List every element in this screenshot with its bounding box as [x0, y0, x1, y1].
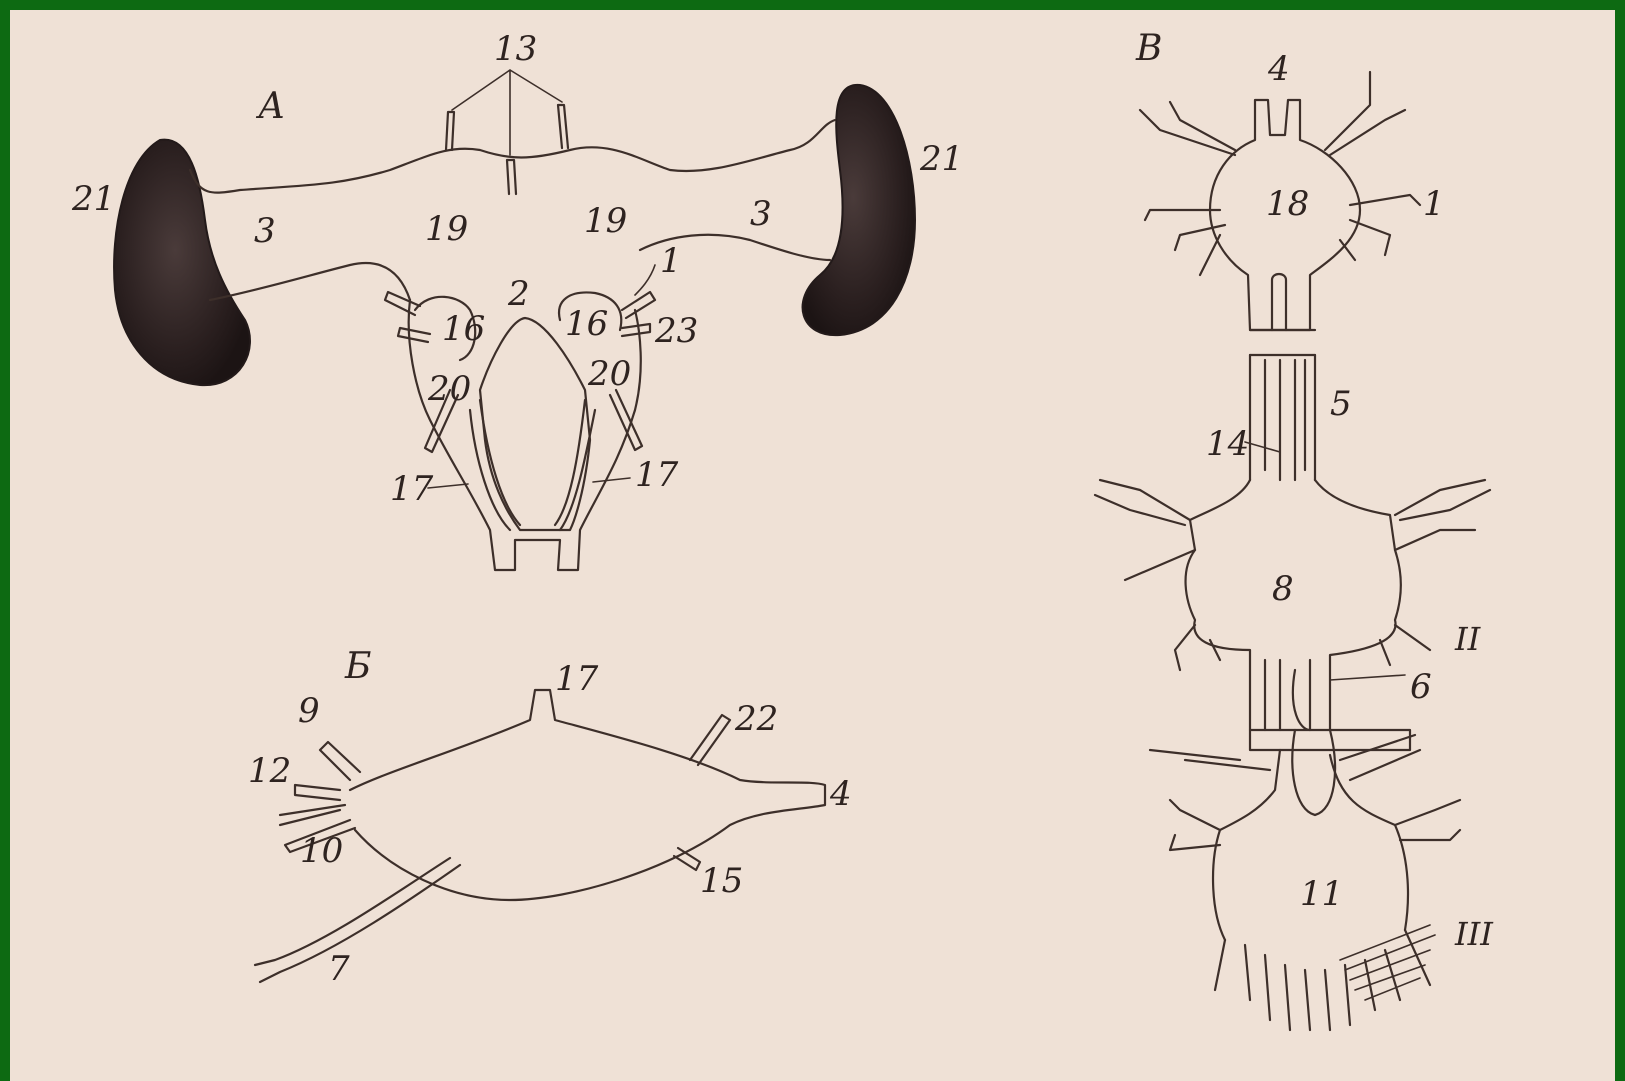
nerve-stub-left-1 — [385, 292, 420, 315]
panel-label-c: В — [1135, 28, 1162, 69]
label-16-right: 16 — [565, 304, 608, 344]
label-8: 8 — [1272, 569, 1294, 609]
label-16-left: 16 — [442, 309, 485, 349]
brain-inner-lobe — [1272, 274, 1286, 330]
label-3-right: 3 — [750, 194, 772, 234]
label-6: 6 — [1410, 667, 1432, 707]
panel-label-a: А — [255, 86, 285, 127]
label-10: 10 — [300, 831, 343, 871]
label-19-left: 19 — [425, 209, 468, 249]
pointer-17-left — [428, 484, 468, 488]
label-b-17: 17 — [555, 659, 599, 699]
nerve-22 — [690, 715, 730, 765]
label-1: 1 — [660, 241, 682, 281]
label-21-right: 21 — [919, 139, 963, 179]
label-20-right: 20 — [587, 354, 631, 394]
connective-6 — [1265, 660, 1310, 730]
nerve-13-right — [558, 105, 568, 148]
connective-17-left — [470, 400, 520, 530]
label-5: 5 — [1330, 384, 1352, 424]
nerve-7 — [255, 858, 460, 982]
nerve-9 — [320, 742, 360, 780]
right-dark-ganglion — [803, 85, 915, 335]
cut-line-top — [1250, 330, 1315, 355]
nerve-23 — [622, 324, 650, 336]
nerve-stub-left-2 — [398, 328, 430, 342]
brain-band-outline — [190, 120, 835, 300]
label-14: 14 — [1206, 424, 1249, 464]
label-20-left: 20 — [427, 369, 471, 409]
label-22: 22 — [734, 699, 778, 739]
label-3-left: 3 — [254, 211, 276, 251]
pointer-13 — [452, 70, 562, 155]
left-dark-ganglion — [114, 140, 250, 386]
pointer-17-right — [593, 478, 630, 482]
label-21-left: 21 — [71, 179, 115, 219]
label-17-right: 17 — [635, 455, 679, 495]
nerve-13-middle — [507, 160, 516, 194]
ganglion-11-side-nerves — [1150, 735, 1460, 850]
label-17-left: 17 — [390, 469, 434, 509]
anatomy-figure: А 13 21 21 3 3 19 19 2 1 16 16 23 20 20 … — [10, 10, 1615, 1081]
ganglion-11-bottom-nerves — [1215, 930, 1430, 1030]
inner-oval-11 — [1292, 730, 1335, 815]
label-18: 18 — [1266, 184, 1309, 224]
label-2: 2 — [507, 274, 530, 314]
nerve-1 — [622, 292, 655, 318]
label-b-4: 4 — [829, 774, 852, 814]
figure-frame: А 13 21 21 3 3 19 19 2 1 16 16 23 20 20 … — [10, 10, 1615, 1081]
connective-14 — [1265, 360, 1305, 480]
label-II: II — [1454, 620, 1482, 658]
panel-label-b: Б — [344, 646, 371, 687]
label-23: 23 — [654, 311, 698, 351]
label-7: 7 — [328, 949, 350, 989]
panel-a-drawing — [114, 70, 915, 570]
pointer-6 — [1330, 675, 1405, 680]
brain-nerves — [1140, 72, 1420, 275]
label-13: 13 — [494, 29, 537, 69]
label-9: 9 — [298, 691, 320, 731]
label-c-4: 4 — [1267, 49, 1290, 89]
label-12: 12 — [248, 751, 291, 791]
nerve-13-left — [446, 112, 454, 150]
nerve-12 — [295, 785, 340, 800]
label-15: 15 — [700, 861, 743, 901]
label-11: 11 — [1300, 874, 1343, 914]
label-c-1: 1 — [1423, 184, 1445, 224]
label-III: III — [1454, 915, 1494, 953]
label-19-right: 19 — [584, 201, 627, 241]
pointer-1 — [635, 265, 655, 295]
